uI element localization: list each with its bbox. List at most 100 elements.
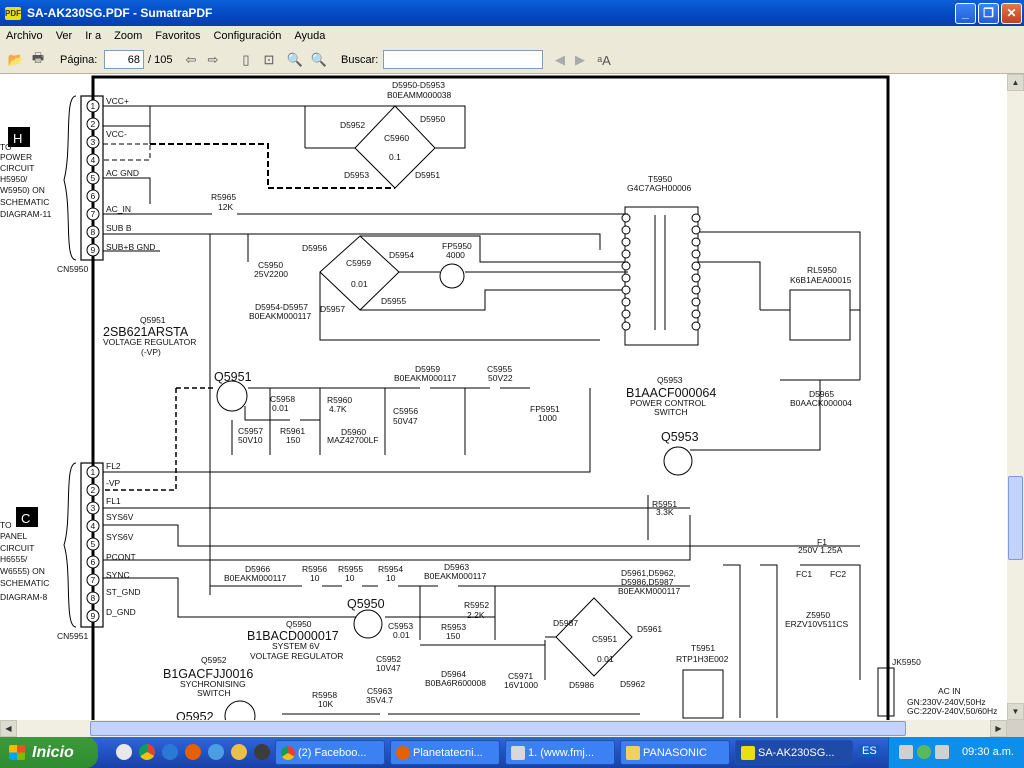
label-q5953-big: Q5953 bbox=[661, 430, 699, 444]
task-facebook[interactable]: (2) Faceboo... bbox=[275, 740, 385, 765]
scroll-left-button[interactable]: ◀ bbox=[0, 720, 17, 737]
label-r5965: R5965 bbox=[211, 192, 236, 202]
label-c5951: C5951 bbox=[592, 634, 617, 644]
match-case-icon[interactable]: ᵃA bbox=[597, 52, 611, 68]
label-r5955-v: 10 bbox=[345, 573, 355, 583]
single-page-icon[interactable]: ▯ bbox=[242, 52, 250, 67]
next-page-icon[interactable]: ⇨ bbox=[207, 52, 219, 67]
menu-archivo[interactable]: Archivo bbox=[6, 30, 43, 42]
label-r5956: R5956 bbox=[302, 564, 327, 574]
label-fc1: FC1 bbox=[796, 569, 812, 579]
maximize-button[interactable]: ❐ bbox=[978, 3, 999, 24]
label-d5959: D5959 bbox=[415, 364, 440, 374]
find-next-icon[interactable]: ▶ bbox=[575, 52, 585, 67]
media-icon[interactable] bbox=[254, 744, 270, 760]
label-d5965: D5965 bbox=[809, 389, 834, 399]
label-dset-part: B0EAKM000117 bbox=[618, 586, 680, 596]
antivirus-icon[interactable] bbox=[917, 745, 931, 759]
show-desktop-icon[interactable] bbox=[116, 744, 132, 760]
cn5951-pin-number: 8 bbox=[91, 593, 96, 603]
minimize-button[interactable]: _ bbox=[955, 3, 976, 24]
label-acin-big: AC IN bbox=[938, 686, 961, 696]
sumatra-icon: PDF bbox=[5, 6, 21, 20]
cn5951-pin bbox=[86, 591, 100, 605]
label-q5951-big: Q5951 bbox=[214, 370, 252, 384]
close-button[interactable]: ✕ bbox=[1001, 3, 1022, 24]
label-c5958: C5958 bbox=[270, 394, 295, 404]
label-q5950-f2: VOLTAGE REGULATOR bbox=[250, 651, 343, 661]
t5950-pin bbox=[621, 321, 631, 331]
start-button[interactable]: Inicio bbox=[0, 737, 98, 768]
menu-ver[interactable]: Ver bbox=[55, 30, 73, 42]
cn5951-pin bbox=[86, 537, 100, 551]
folder-quick-icon[interactable] bbox=[231, 744, 247, 760]
cn5951-pin-number: 7 bbox=[91, 575, 96, 585]
task-fmj[interactable]: 1. (www.fmj... bbox=[505, 740, 615, 765]
zoom-out-icon[interactable]: 🔍 bbox=[286, 52, 304, 67]
task-label: PANASONIC bbox=[643, 746, 707, 759]
cn5951-pin bbox=[86, 609, 100, 623]
prev-page-icon[interactable]: ⇦ bbox=[185, 52, 197, 67]
horizontal-scroll-thumb[interactable] bbox=[90, 721, 906, 736]
label-q5951-f1: VOLTAGE REGULATOR bbox=[103, 337, 196, 347]
menu-favoritos[interactable]: Favoritos bbox=[155, 30, 201, 42]
task-planetatecnico[interactable]: Planetatecni... bbox=[390, 740, 500, 765]
chrome-icon[interactable] bbox=[139, 744, 155, 760]
ie-icon[interactable] bbox=[162, 744, 178, 760]
page-input[interactable] bbox=[104, 50, 144, 69]
label-d5954-range: D5954-D5957 bbox=[255, 302, 308, 312]
label-h3: H5950/ bbox=[0, 174, 28, 184]
label-q5951-f2: (-VP) bbox=[141, 347, 161, 357]
cn5950-pin-number: 3 bbox=[91, 137, 96, 147]
label-r5960: R5960 bbox=[327, 395, 352, 405]
label-c1: PANEL bbox=[0, 531, 28, 541]
messenger-icon[interactable] bbox=[208, 744, 224, 760]
language-indicator[interactable]: ES bbox=[860, 745, 879, 757]
label-r5953-v: 150 bbox=[446, 631, 460, 641]
label-c5952-v: 10V47 bbox=[376, 663, 401, 673]
t5950-pin bbox=[691, 273, 701, 283]
t5950-pin bbox=[621, 225, 631, 235]
menu-ir-a[interactable]: Ir a bbox=[85, 30, 102, 42]
scroll-down-button[interactable]: ▼ bbox=[1007, 703, 1024, 720]
label-c5957-v: 50V10 bbox=[238, 435, 263, 445]
t5950-pin bbox=[621, 297, 631, 307]
label-r5951-v: 3.3K bbox=[656, 507, 674, 517]
label-d5951: D5951 bbox=[415, 170, 440, 180]
fit-page-icon[interactable]: ⊡ bbox=[263, 52, 275, 67]
label-c5959: C5959 bbox=[346, 258, 371, 268]
label-r5961: R5961 bbox=[280, 426, 305, 436]
label-sync: SYNC bbox=[106, 570, 130, 580]
zoom-in-icon[interactable]: 🔍 bbox=[310, 52, 328, 67]
label-c5958-v: 0.01 bbox=[272, 403, 289, 413]
vertical-scroll-thumb[interactable] bbox=[1008, 476, 1023, 560]
label-z5950-part: ERZV10V511CS bbox=[785, 619, 848, 629]
label-d5964-part: B0BA6R600008 bbox=[425, 678, 486, 688]
label-t5950-part: G4C7AGH00006 bbox=[627, 183, 692, 193]
print-icon[interactable]: 🖶 bbox=[31, 50, 45, 65]
menu-zoom[interactable]: Zoom bbox=[114, 30, 143, 42]
t5950-pin bbox=[691, 213, 701, 223]
network-icon[interactable] bbox=[899, 745, 913, 759]
task-label: SA-AK230SG... bbox=[758, 746, 835, 759]
vertical-scrollbar[interactable]: ▲ ▼ bbox=[1007, 74, 1024, 720]
label-d5987: D5987 bbox=[553, 618, 578, 628]
label-d5962: D5962 bbox=[620, 679, 645, 689]
task-sumatra[interactable]: SA-AK230SG... bbox=[735, 740, 853, 765]
open-icon[interactable]: 📂 bbox=[7, 52, 25, 67]
scroll-up-button[interactable]: ▲ bbox=[1007, 74, 1024, 91]
menu-configuracion[interactable]: Configuración bbox=[213, 30, 282, 42]
firefox-icon[interactable] bbox=[185, 744, 201, 760]
find-prev-icon[interactable]: ◀ bbox=[555, 52, 565, 67]
menu-ayuda[interactable]: Ayuda bbox=[294, 30, 326, 42]
scroll-right-button[interactable]: ▶ bbox=[990, 720, 1007, 737]
label-d5965-part: B0AACK000004 bbox=[790, 398, 852, 408]
task-panasonic[interactable]: PANASONIC bbox=[620, 740, 730, 765]
volume-icon[interactable] bbox=[935, 745, 949, 759]
cn5951-pin bbox=[86, 519, 100, 533]
label-r5953: R5953 bbox=[441, 622, 466, 632]
cn5951-pin-number: 3 bbox=[91, 503, 96, 513]
horizontal-scrollbar[interactable]: ◀ ▶ bbox=[0, 720, 1007, 737]
search-input[interactable] bbox=[383, 50, 543, 69]
